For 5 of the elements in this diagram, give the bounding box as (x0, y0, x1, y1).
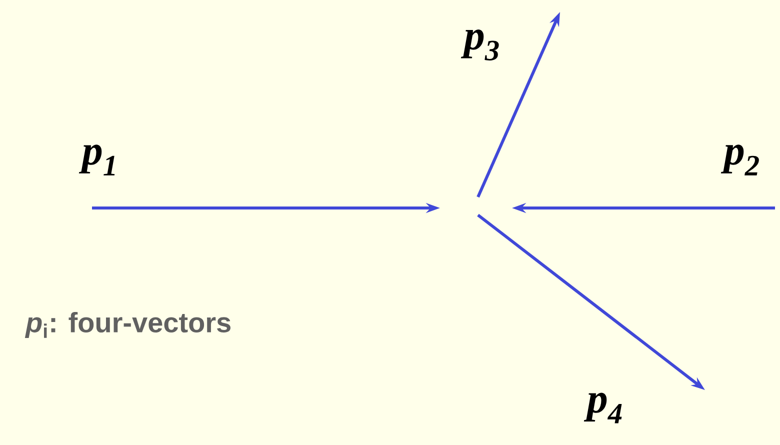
momentum-label: p$_{3}$ (460, 30, 499, 60)
momentum-label: p$_{2}$ (720, 144, 759, 176)
momentum-label: p$_{4}$ (584, 392, 622, 424)
note: p$_{i}$: four-vectors (24, 312, 230, 338)
momentum-label: p$_{1}$ (78, 144, 115, 176)
